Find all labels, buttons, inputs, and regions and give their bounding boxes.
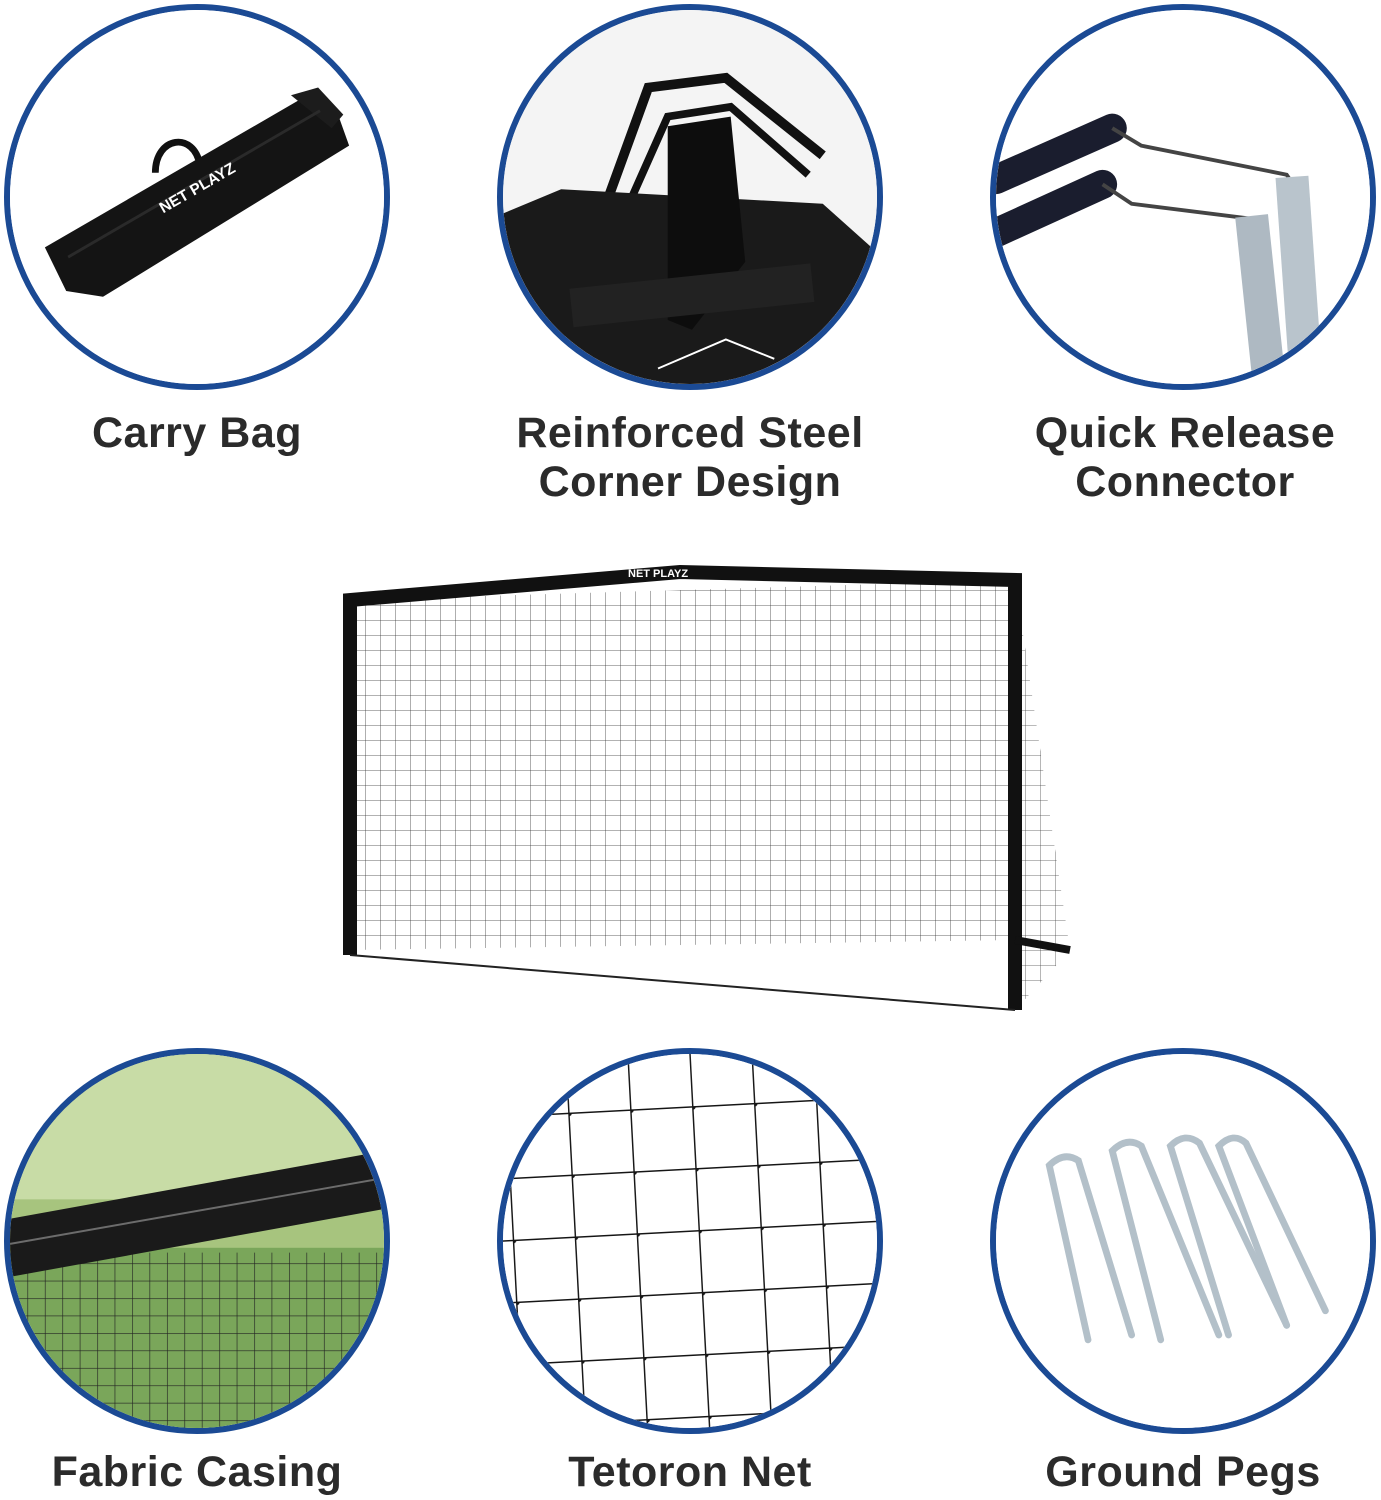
- carry-bag-circle: NET PLAYZ: [4, 4, 390, 390]
- tetoron-net-circle: [497, 1048, 883, 1434]
- goal-image: NET PLAYZ: [320, 500, 1080, 1060]
- goal-net: [350, 580, 1015, 950]
- net-icon: [503, 1054, 877, 1428]
- feature-label-carry-bag: Carry Bag: [91, 409, 303, 457]
- fabric-casing-icon: [10, 1054, 384, 1428]
- quick-release-circle: [990, 4, 1376, 390]
- ground-pegs-icon: [996, 1054, 1370, 1428]
- feature-label-tetoron-net: Tetoron Net: [568, 1448, 812, 1496]
- goal-side-net: [1015, 580, 1070, 1010]
- feature-label-steel-corner: Reinforced Steel Corner Design: [516, 409, 864, 506]
- carry-bag-icon: NET PLAYZ: [10, 10, 384, 384]
- ground-pegs-circle: [990, 1048, 1376, 1434]
- steel-corner-circle: [497, 4, 883, 390]
- feature-label-quick-release: Quick Release Connector: [1034, 409, 1336, 506]
- fabric-casing-circle: [4, 1048, 390, 1434]
- steel-corner-icon: [503, 10, 877, 384]
- connector-icon: [996, 10, 1370, 384]
- goal-frame: [343, 564, 1022, 1010]
- goal-logo: NET PLAYZ: [628, 568, 688, 580]
- feature-label-fabric-casing: Fabric Casing: [51, 1448, 343, 1496]
- feature-label-ground-pegs: Ground Pegs: [1045, 1448, 1321, 1496]
